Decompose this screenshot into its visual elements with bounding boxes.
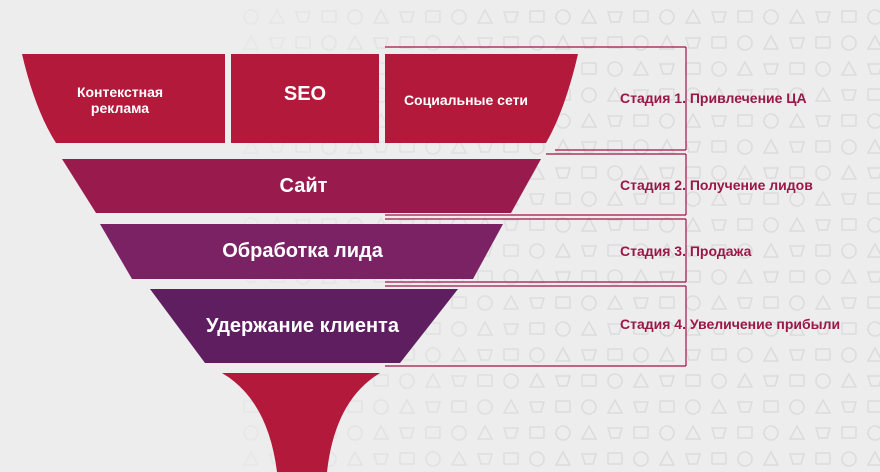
label-context-ads: Контекстная реклама (76, 83, 164, 116)
funnel-tier-site (62, 159, 541, 213)
funnel-tier-retention (150, 289, 458, 363)
stage-4-label: Стадия 4. Увеличение прибыли (620, 316, 841, 332)
label-social: Социальные сети (403, 91, 529, 108)
stage-bracket-2 (385, 153, 687, 216)
stage-2-label: Стадия 2. Получение лидов (620, 177, 813, 193)
stage-bracket-1 (385, 46, 687, 151)
label-retention: Удержание клиента (206, 314, 399, 337)
label-site: Сайт (279, 174, 328, 197)
label-seo: SEO (283, 82, 327, 105)
stage-bracket-4 (385, 285, 687, 367)
stage-1-label: Стадия 1. Привлечение ЦА (620, 90, 807, 106)
stage-bracket-3 (385, 218, 687, 283)
stage-3-label: Стадия 3. Продажа (620, 243, 752, 259)
funnel-tier-lead (100, 224, 503, 279)
funnel-box-social (385, 54, 578, 143)
funnel-box-seo (231, 54, 379, 143)
funnel-spout (222, 373, 380, 472)
funnel-box-context-ads (22, 54, 225, 143)
label-lead: Обработка лида (222, 240, 383, 262)
